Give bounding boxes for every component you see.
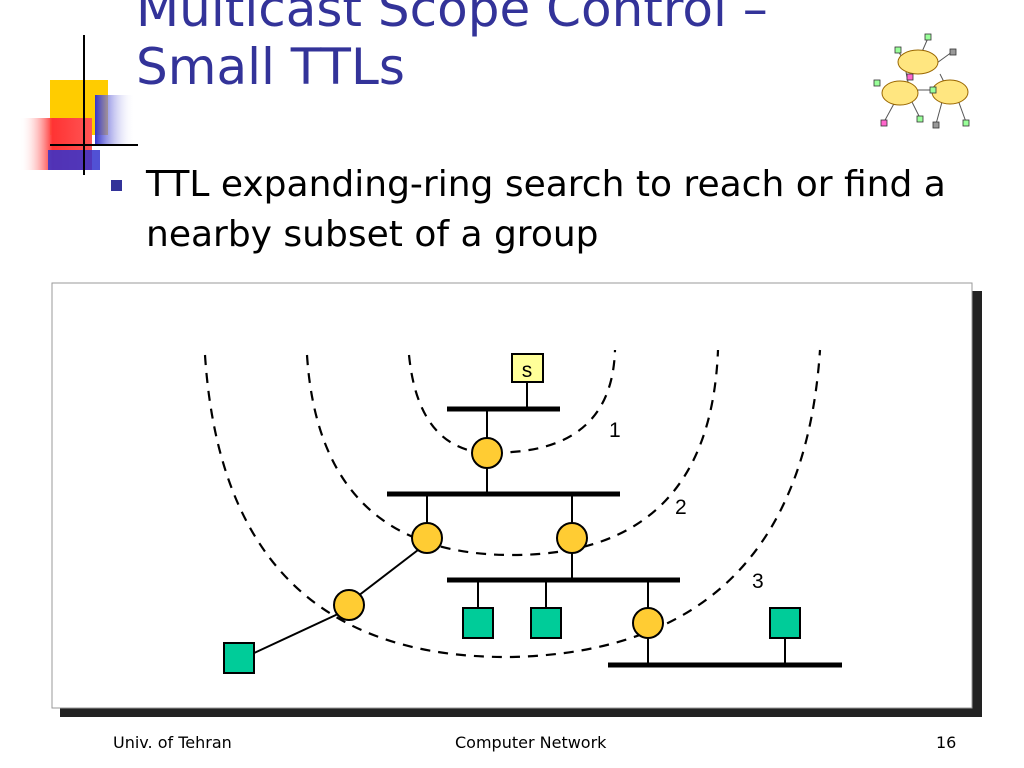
router-node <box>411 522 443 554</box>
footer-course: Computer Network <box>455 733 607 752</box>
ttl-ring-1 <box>407 349 617 455</box>
corner-decoration <box>20 35 138 175</box>
network-clouds-icon <box>873 33 970 129</box>
router-node <box>471 437 503 469</box>
ring-label-3: 3 <box>752 570 764 593</box>
title-line-1: Multicast Scope Control – <box>136 0 768 38</box>
source-node <box>511 353 544 383</box>
deco-blue-strip <box>48 150 100 170</box>
ring-label-1: 1 <box>609 419 621 442</box>
host-node <box>223 642 255 674</box>
bullet-square-icon <box>111 180 122 191</box>
router-node <box>556 522 588 554</box>
router-node <box>333 589 365 621</box>
bullet-text: TTL expanding-ring search to reach or fi… <box>146 164 946 255</box>
footer-page-number: 16 <box>936 733 957 752</box>
source-label: s <box>522 359 533 382</box>
ring-label-2: 2 <box>675 496 687 519</box>
ttl-ring-3 <box>203 349 822 659</box>
host-node <box>462 607 494 639</box>
title-line-2: Small TTLs <box>136 38 405 96</box>
ttl-ring-2 <box>305 349 720 557</box>
host-node <box>530 607 562 639</box>
router-node <box>632 607 664 639</box>
footer-institution: Univ. of Tehran <box>113 733 232 752</box>
deco-blue-square <box>95 95 135 145</box>
host-node <box>769 607 801 639</box>
slide-title: Multicast Scope Control – Small TTLs <box>136 0 768 96</box>
